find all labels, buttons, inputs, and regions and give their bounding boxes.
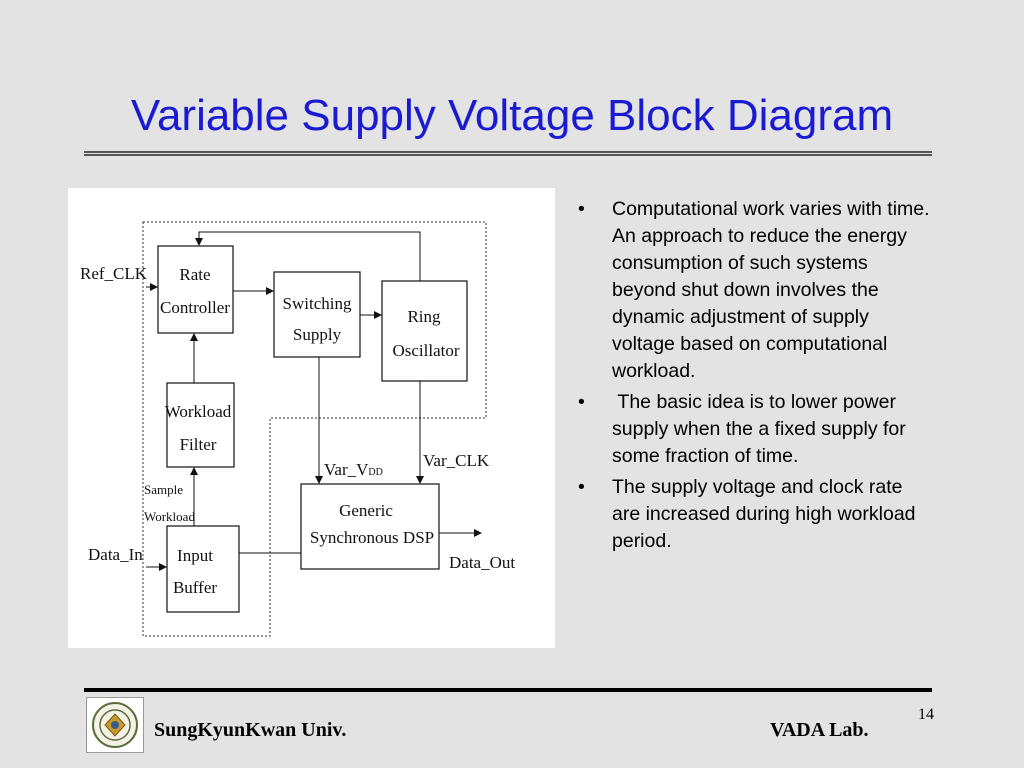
bullet-dot: • (578, 198, 585, 220)
footer-university: SungKyunKwan Univ. (154, 719, 347, 741)
university-seal-icon (92, 702, 138, 748)
generic-dsp-label-2: Synchronous DSP (310, 528, 434, 547)
var-vdd-subscript: DD (368, 467, 382, 478)
workload-label: Workload (144, 509, 195, 524)
ref-clk-label: Ref_CLK (80, 264, 148, 283)
ring-oscillator-label-1: Ring (407, 307, 441, 326)
rate-controller-block (157, 245, 234, 334)
data-out-label: Data_Out (449, 553, 515, 572)
input-buffer-label-2: Buffer (173, 578, 217, 597)
workload-filter-label-1: Workload (165, 402, 232, 421)
var-vdd-label: Var_VDD (324, 460, 383, 479)
bullet-text: Computational work varies with time. An … (612, 198, 930, 382)
workload-filter-block (166, 382, 235, 468)
rate-controller-label-2: Controller (160, 298, 230, 317)
bullet-dot: • (578, 476, 585, 498)
title-divider (84, 151, 932, 156)
data-in-label: Data_In (88, 545, 143, 564)
block-diagram: Rate Controller Switching Supply Ring Os… (68, 188, 555, 648)
bullet-item: • Computational work varies with time. An… (578, 196, 934, 385)
bullet-dot: • (578, 391, 585, 413)
switching-supply-label-2: Supply (293, 325, 342, 344)
feedback-path (195, 231, 421, 281)
bullet-list: • Computational work varies with time. An… (578, 196, 934, 559)
bullet-item: • The supply voltage and clock rate are i… (578, 474, 934, 555)
bullet-item: • The basic idea is to lower power suppl… (578, 389, 934, 470)
footer-lab: VADA Lab. (770, 719, 869, 741)
bullet-text: The basic idea is to lower power supply … (612, 391, 912, 467)
ring-oscillator-block (381, 280, 468, 382)
page-number: 14 (918, 706, 934, 723)
bullet-text: The supply voltage and clock rate are in… (612, 476, 916, 552)
switching-supply-block (273, 271, 361, 358)
generic-dsp-label-1: Generic (339, 501, 393, 520)
university-logo (86, 697, 144, 753)
switching-supply-label-1: Switching (283, 294, 352, 313)
ring-oscillator-label-2: Oscillator (392, 341, 459, 360)
var-vdd-main: Var_V (324, 460, 369, 479)
sample-label: Sample (144, 482, 183, 497)
input-buffer-label-1: Input (177, 546, 213, 565)
generic-dsp-block (300, 483, 440, 570)
block-diagram-svg: Rate Controller Switching Supply Ring Os… (80, 221, 515, 637)
footer-divider (84, 688, 932, 692)
workload-filter-label-2: Filter (180, 435, 217, 454)
var-clk-label: Var_CLK (423, 451, 490, 470)
slide-title: Variable Supply Voltage Block Diagram (130, 91, 894, 140)
rate-controller-label-1: Rate (179, 265, 210, 284)
input-buffer-block (166, 525, 240, 613)
